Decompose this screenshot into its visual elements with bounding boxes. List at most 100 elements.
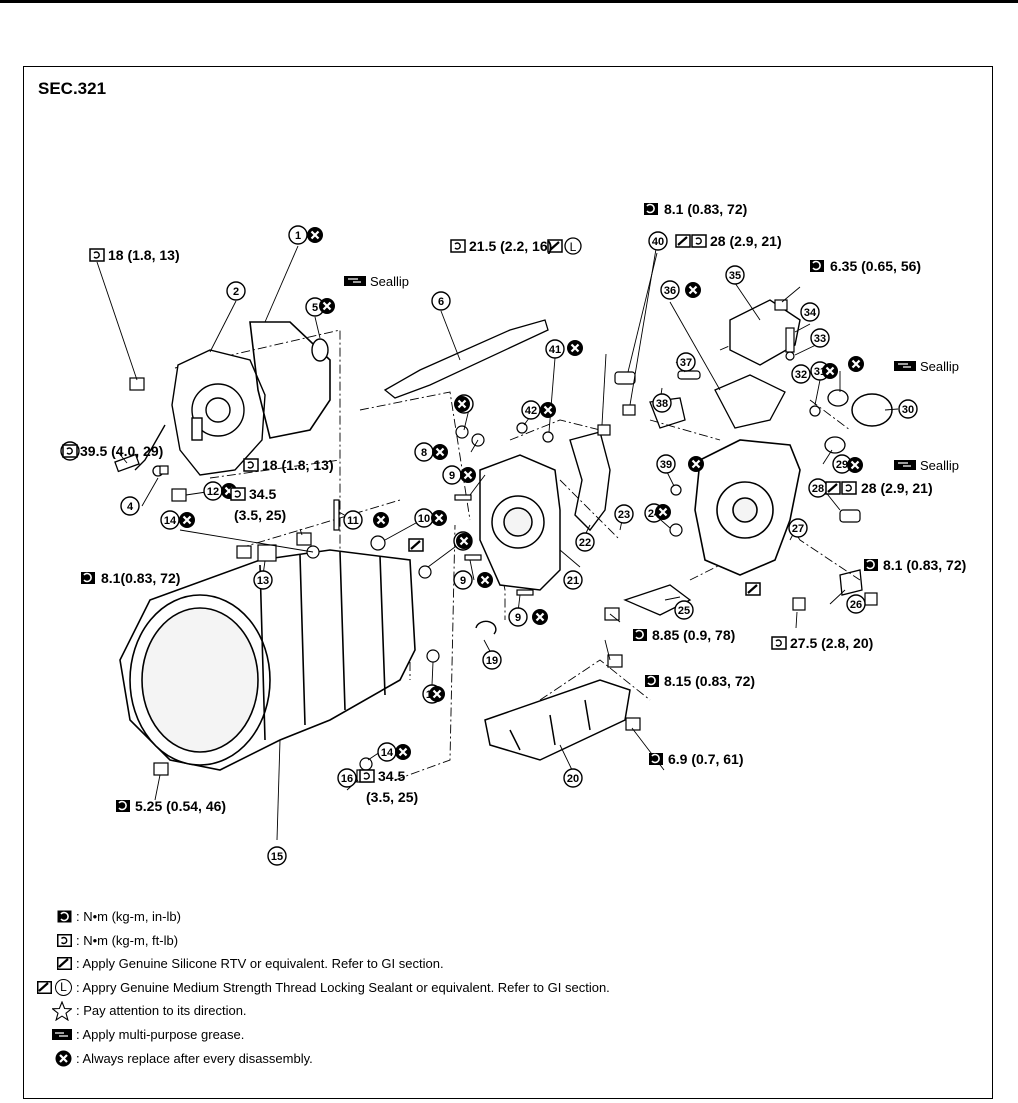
- bolt-l: [864, 592, 878, 606]
- part-number-label: 25: [678, 605, 690, 617]
- part-number-label: 20: [567, 773, 579, 785]
- part-marker-4: 4: [120, 496, 140, 516]
- svg-text:L: L: [570, 240, 577, 254]
- part-36-gasket: [714, 374, 786, 429]
- part-marker-9: 9: [508, 607, 528, 627]
- silicone-rtv-icon: [57, 957, 72, 971]
- part-11-pin: [333, 499, 340, 531]
- callout-19: 6.9 (0.7, 61): [668, 751, 744, 767]
- part-number-label: 23: [618, 509, 630, 521]
- part-number-label: 9: [515, 612, 521, 624]
- part-number-label: 8: [421, 447, 427, 459]
- part-number-label: 37: [680, 357, 692, 369]
- part-number-label: 14: [164, 515, 177, 527]
- bolt-k: [792, 597, 806, 611]
- part-number-label: 6: [438, 296, 444, 308]
- part-number-label: 41: [549, 344, 561, 356]
- bolt-b: [171, 488, 187, 502]
- part-number-label: 13: [257, 575, 269, 587]
- part-number-label: 32: [795, 369, 807, 381]
- callout-4: Seallip: [370, 274, 409, 289]
- bolt-c: [236, 545, 252, 559]
- part-marker-40: 40: [648, 231, 668, 251]
- part-7-bush: [455, 425, 469, 439]
- part-28-switch: [839, 509, 861, 523]
- callout-11: 34.5: [249, 486, 276, 502]
- part-17-bush: [426, 649, 440, 663]
- part-35-cover: [729, 299, 801, 366]
- small-parts: [159, 327, 861, 783]
- callout-icons: L: [62, 202, 917, 813]
- part-marker-16: 16: [337, 768, 357, 788]
- bolt-j: [625, 717, 641, 731]
- part-37-pin: [677, 370, 701, 380]
- part-number-label: 15: [271, 851, 283, 863]
- callout-13: 28 (2.9, 21): [861, 480, 933, 496]
- part-marker-19: 19: [482, 650, 502, 670]
- callout-18: 8.15 (0.83, 72): [664, 673, 755, 689]
- part-number-label: 9: [460, 575, 466, 587]
- callout-16: 8.85 (0.9, 78): [652, 627, 735, 643]
- bolt-i: [607, 654, 623, 668]
- part-39-bush: [670, 484, 682, 496]
- part-number-label: 30: [902, 404, 914, 416]
- callout-12: (3.5, 25): [234, 507, 286, 523]
- part-number-label: 10: [418, 513, 430, 525]
- part-2-cover: [134, 349, 266, 476]
- part-marker-33: 33: [810, 328, 830, 348]
- part-number-label: 39: [660, 459, 672, 471]
- part-marker-15: 15: [267, 846, 287, 866]
- part-marker-36: 36: [660, 280, 680, 300]
- bolt-e: [597, 424, 611, 436]
- callout-17: 27.5 (2.8, 20): [790, 635, 873, 651]
- l-circle-icon: L: [55, 979, 72, 997]
- legend-row-thread-lock: L : Appry Genuine Medium Strength Thread…: [36, 976, 610, 1000]
- callout-10: Seallip: [920, 458, 959, 473]
- part-4-washer: [159, 465, 169, 475]
- part-number-label: 9: [449, 470, 455, 482]
- part-marker-38: 38: [652, 393, 672, 413]
- part-number-label: 5: [312, 302, 318, 314]
- part-marker-42: 42: [521, 400, 541, 420]
- callout-2: 28 (2.9, 21): [710, 233, 782, 249]
- part-31-seal: [827, 389, 849, 407]
- bolt-a: [129, 377, 145, 391]
- part-marker-34: 34: [800, 302, 820, 322]
- part-number-label: 2: [233, 286, 239, 298]
- part-marker-2: 2: [226, 281, 246, 301]
- part-12-plug: [296, 532, 312, 546]
- part-number-label: 11: [347, 515, 359, 527]
- part-marker-29: 29: [832, 454, 852, 474]
- part-5-seal: [311, 338, 329, 362]
- part-number-label: 29: [836, 459, 848, 471]
- legend-row-direction: : Pay attention to its direction.: [36, 999, 610, 1023]
- legend-row-replace: : Always replace after every disassembly…: [36, 1047, 610, 1071]
- thread-locking-sealant-icon: [37, 981, 52, 995]
- part-marker-13: 13: [253, 570, 273, 590]
- part-number-label: 22: [579, 537, 591, 549]
- part-marker-22: 22: [575, 532, 595, 552]
- part-number-label: 34: [804, 307, 817, 319]
- part-24-bush: [669, 523, 683, 537]
- part-18-bush: [418, 565, 432, 579]
- part-number-label: 19: [486, 655, 498, 667]
- legend-row-torque-ftlb: : N•m (kg-m, ft-lb): [36, 929, 610, 953]
- part-number-label: 26: [850, 599, 862, 611]
- part-number-label: 28: [812, 483, 824, 495]
- legend-row-silicone: : Apply Genuine Silicone RTV or equivale…: [36, 952, 610, 976]
- part-19-clip: [475, 620, 497, 635]
- callout-3: 18 (1.8, 13): [108, 247, 180, 263]
- legend-row-torque-inlb: : N•m (kg-m, in-lb): [36, 905, 610, 929]
- bolt-f: [622, 404, 636, 416]
- part-number-label: 21: [567, 575, 579, 587]
- top-rule: [0, 0, 1018, 3]
- part-34-spring: [785, 327, 795, 353]
- part-22-gasket: [569, 431, 611, 532]
- part-25-bracket: [623, 584, 692, 616]
- part-number-label: 16: [341, 773, 353, 785]
- callout-7: Seallip: [920, 359, 959, 374]
- torque-nm-kgm-inlb-icon: [57, 910, 72, 923]
- part-15-main-case: [119, 549, 416, 771]
- legend: : N•m (kg-m, in-lb) : N•m (kg-m, ft-lb) …: [36, 905, 610, 1070]
- part-20-undercover: [484, 679, 631, 761]
